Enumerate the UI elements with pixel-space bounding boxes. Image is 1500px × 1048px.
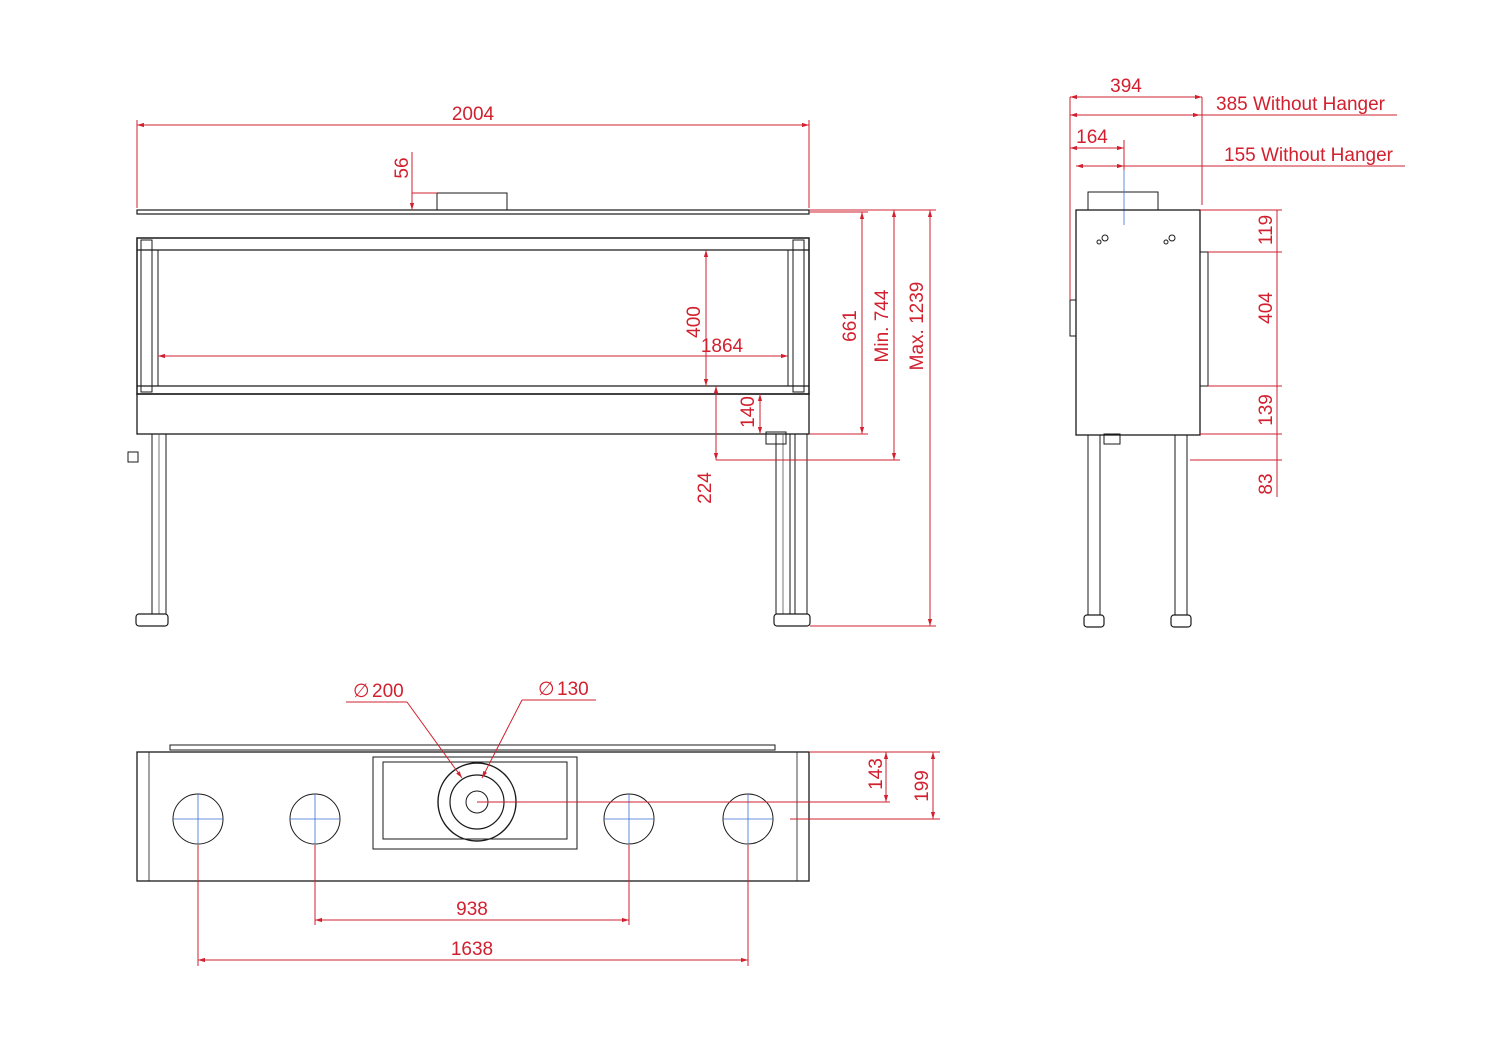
dim-top-offset: 56 bbox=[392, 157, 413, 178]
dim-bottom-section: 139 bbox=[1256, 394, 1277, 426]
dim-glass-height: 400 bbox=[684, 306, 705, 338]
dim-outer-diameter: 200 bbox=[372, 681, 404, 702]
diameter-symbol-outer: ∅ bbox=[353, 681, 370, 702]
diameter-symbol-inner: ∅ bbox=[538, 679, 555, 700]
dim-top-section: 119 bbox=[1256, 215, 1277, 245]
side-view bbox=[1069, 170, 1209, 628]
side-dimensions: 394 385 Without Hanger 164 155 Without H… bbox=[1069, 76, 1405, 497]
dim-glass-width: 1864 bbox=[701, 336, 744, 357]
top-dimensions: ∅ 200 ∅ 130 143 199 938 1638 bbox=[197, 679, 940, 966]
dim-overall-width: 2004 bbox=[452, 104, 495, 125]
front-view bbox=[127, 192, 811, 627]
dim-leg-section: 83 bbox=[1256, 473, 1277, 494]
dim-flue-offset-without-hanger: 155 Without Hanger bbox=[1224, 145, 1394, 166]
front-dimensions: 2004 56 400 1864 661 Min. 744 Max. 1239 … bbox=[136, 104, 936, 627]
dim-glass-section: 404 bbox=[1256, 292, 1277, 324]
dim-depth: 394 bbox=[1110, 76, 1142, 97]
dim-inner-spacing: 938 bbox=[456, 899, 488, 920]
dim-min-height: Min. 744 bbox=[872, 289, 893, 362]
dim-outer-spacing: 1638 bbox=[451, 939, 493, 960]
dim-flue-offset: 164 bbox=[1076, 127, 1108, 148]
dim-base-height: 140 bbox=[738, 396, 759, 428]
dim-frame-height: 661 bbox=[840, 310, 861, 342]
dim-total-depth: 199 bbox=[912, 770, 933, 802]
top-view bbox=[136, 744, 810, 882]
dim-max-height: Max. 1239 bbox=[907, 282, 928, 371]
dim-flue-depth: 143 bbox=[866, 758, 887, 790]
dim-floor-clearance: 224 bbox=[695, 472, 716, 504]
dim-depth-without-hanger: 385 Without Hanger bbox=[1216, 94, 1386, 115]
dim-inner-diameter: 130 bbox=[557, 679, 589, 700]
